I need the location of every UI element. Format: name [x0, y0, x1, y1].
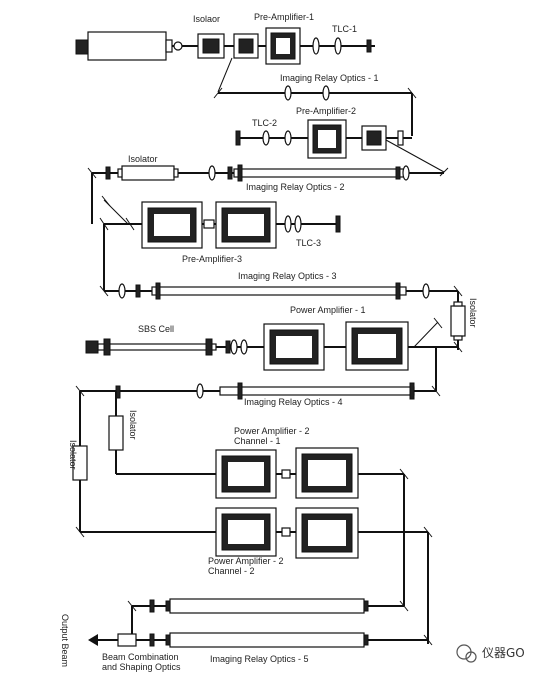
output-arrow-icon: [88, 634, 98, 646]
isolator-3-label: Isolator: [468, 298, 478, 328]
isolator-5-label: Isolator: [68, 440, 78, 470]
output-beam-label: Output Beam: [60, 614, 70, 667]
power-amplifier-1-label: Power Amplifier - 1: [290, 305, 366, 315]
isolator-2: [117, 165, 179, 181]
tlc-1-label: TLC-1: [332, 24, 357, 34]
sbs-cell: [85, 338, 217, 356]
power-amplifier-2-ch2-label-a: Power Amplifier - 2: [208, 556, 284, 566]
sbs-cell-label: SBS Cell: [138, 324, 174, 334]
tlc-3-label: TLC-3: [296, 238, 321, 248]
imaging-relay-3-label: Imaging Relay Optics - 3: [238, 271, 337, 281]
isolator-2-small: [361, 125, 387, 151]
imaging-relay-1-label: Imaging Relay Optics - 1: [280, 73, 379, 83]
pre-amplifier-3-label: Pre-Amplifier-3: [182, 254, 242, 264]
pre-amplifier-3-units: [141, 201, 277, 249]
relay-5-lower-tube: [165, 632, 369, 648]
beam-combination-label-b: and Shaping Optics: [102, 662, 181, 672]
watermark: 仪器GO: [456, 644, 525, 663]
power-amplifier-2-ch2-label-b: Channel - 2: [208, 566, 255, 576]
isolator-4-label: Isolator: [128, 410, 138, 440]
isolator-2-label: Isolator: [128, 154, 158, 164]
watermark-text: 仪器GO: [482, 646, 525, 660]
power-amplifier-2-ch1-label-a: Power Amplifier - 2: [234, 426, 310, 436]
power-amplifier-2-channel-2-units: [215, 507, 359, 559]
pre-amplifier-2-label: Pre-Amplifier-2: [296, 106, 356, 116]
isolator-top-label: Isolaor: [193, 14, 220, 24]
imaging-relay-4-label: Imaging Relay Optics - 4: [244, 397, 343, 407]
isolator-top: [197, 33, 225, 59]
isolator-3: [450, 301, 466, 341]
relay-5-upper-tube: [165, 598, 369, 614]
isolator-5: [72, 445, 88, 481]
power-amplifier-1-units: [263, 321, 409, 371]
imaging-relay-5-label: Imaging Relay Optics - 5: [210, 654, 309, 664]
power-amplifier-2-ch1-label-b: Channel - 1: [234, 436, 281, 446]
imaging-relay-2-label: Imaging Relay Optics - 2: [246, 182, 345, 192]
isolator-4: [108, 415, 124, 451]
power-amplifier-2-channel-1-units: [215, 447, 359, 499]
pre-amplifier-1-units: [233, 27, 301, 65]
beam-combination-label-a: Beam Combination: [102, 652, 179, 662]
laser-source: [75, 31, 173, 61]
pre-amplifier-1-label: Pre-Amplifier-1: [254, 12, 314, 22]
beam-combination-optics: [117, 633, 137, 647]
tlc-2-label: TLC-2: [252, 118, 277, 128]
pre-amplifier-2-unit: [307, 119, 347, 159]
